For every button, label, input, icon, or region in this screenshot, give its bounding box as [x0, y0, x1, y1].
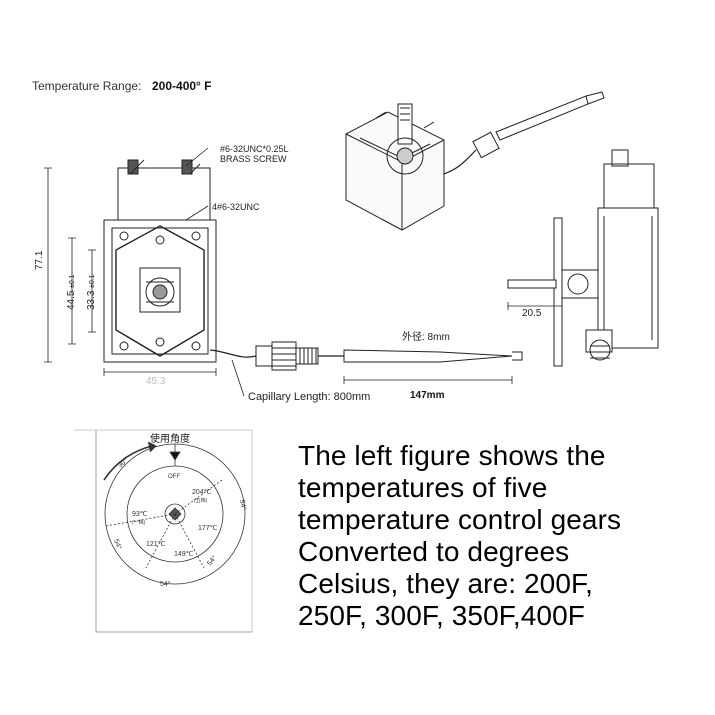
angle-54-top-right: 54° [238, 499, 248, 511]
side-view [507, 149, 659, 367]
screw-note-line2: BRASS SCREW [220, 154, 287, 164]
sensor-bulb [343, 349, 513, 363]
description-line-2: temperatures of five [298, 472, 548, 503]
dim-inner: 33.3 [86, 290, 97, 310]
isometric-view [345, 91, 605, 231]
gear-121: 121℃ [146, 541, 166, 548]
dim-shaft: 20.5 [522, 308, 542, 319]
front-view [44, 147, 523, 397]
dial-title: 使用角度 [150, 432, 190, 445]
gear-177: 177℃ [198, 525, 218, 532]
gear-204-sub: (五档) [194, 497, 208, 504]
angle-54-bottom: 54° [160, 580, 171, 588]
screw-note-line1: #6-32UNC*0.25L [220, 144, 289, 154]
bulb-length: 147mm [410, 390, 445, 401]
diamond-bracket [115, 225, 205, 357]
pointer-arrow [169, 451, 181, 461]
description-line-4: Converted to degrees [298, 536, 570, 567]
dial-off: OFF [168, 474, 180, 480]
dim-mount: 44.5 [66, 290, 77, 310]
description-text: The left figure shows the temperatures o… [298, 440, 698, 632]
dim-mount-tol: ±0.1 [69, 274, 76, 288]
gear-149: 149℃ [174, 551, 194, 558]
terminal-block [117, 167, 211, 221]
description-line-3: temperature control gears [298, 504, 622, 535]
outer-diameter-label: 外径: 8mm [402, 330, 450, 343]
range-value: 200-400° F [152, 79, 212, 93]
description-line-6: 250F, 300F, 350F,400F [298, 600, 585, 631]
gear-93: 93℃ [132, 511, 148, 518]
hole-note: 4#6-32UNC [212, 202, 260, 212]
mount-plate [103, 219, 217, 363]
angle-30: 30° [116, 456, 129, 469]
dim-width: 45.3 [146, 376, 166, 387]
dim-height: 77.1 [34, 250, 45, 270]
gear-93-sub: (一档) [132, 519, 146, 526]
range-label: Temperature Range: [32, 79, 141, 93]
angle-54-right: 54° [205, 554, 218, 567]
angle-54-left: 54° [112, 538, 123, 551]
gear-204: 204℃ [192, 489, 212, 496]
description-line-1: The left figure shows the [298, 440, 606, 471]
capillary-length-label: Capillary Length: 800mm [248, 391, 370, 403]
dim-inner-tol: ±0.1 [89, 274, 96, 288]
dial-diagram [74, 429, 253, 633]
description-line-5: Celsius, they are: 200F, [298, 568, 593, 599]
